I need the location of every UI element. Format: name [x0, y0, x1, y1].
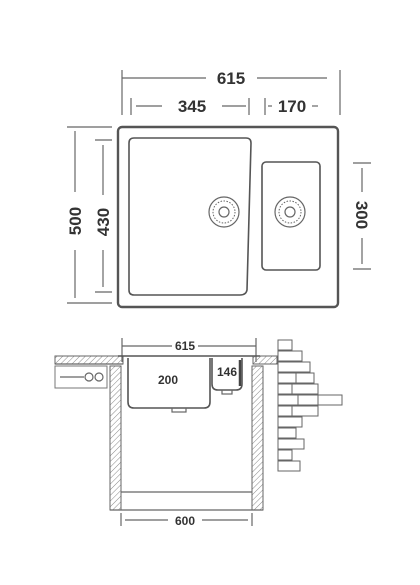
overall-depth-label: 500	[66, 207, 85, 235]
section-width-label: 615	[175, 339, 195, 353]
main-bowl-outline	[128, 137, 252, 296]
left-wall	[54, 365, 108, 389]
sink-outline	[116, 125, 340, 309]
main-bowl-depth-section-label: 200	[158, 373, 178, 387]
main-drain-icon	[208, 196, 240, 228]
tap-knob-icon	[84, 372, 94, 382]
dim-cabinet-width: 600	[120, 513, 253, 528]
overall-width-label: 615	[217, 69, 245, 88]
main-bowl-depth-label: 430	[94, 208, 113, 236]
brick-wall	[277, 339, 343, 472]
sink-section: 200 146	[118, 355, 260, 413]
tap-knob-icon	[94, 372, 104, 382]
dim-main-bowl-depth: 430	[94, 139, 113, 293]
side-drain-icon	[274, 196, 306, 228]
side-bowl-depth-label: 300	[352, 201, 371, 229]
top-view: 615 345 170 500 430	[66, 69, 371, 309]
dim-overall-depth: 500	[66, 126, 112, 304]
section-view: 615 200 146	[54, 338, 343, 528]
cabinet	[109, 365, 264, 511]
side-bowl-outline	[261, 161, 321, 271]
side-bowl-width-label: 170	[278, 97, 306, 116]
dim-bowl-widths: 345 170	[130, 97, 318, 116]
main-bowl-width-label: 345	[178, 97, 206, 116]
dim-side-bowl-depth: 300	[352, 162, 371, 270]
side-bowl-depth-section-label: 146	[217, 365, 237, 379]
dim-section-width: 615	[121, 338, 257, 362]
cabinet-width-label: 600	[175, 514, 195, 528]
dim-overall-width: 615	[121, 69, 341, 115]
countertop	[54, 355, 278, 365]
